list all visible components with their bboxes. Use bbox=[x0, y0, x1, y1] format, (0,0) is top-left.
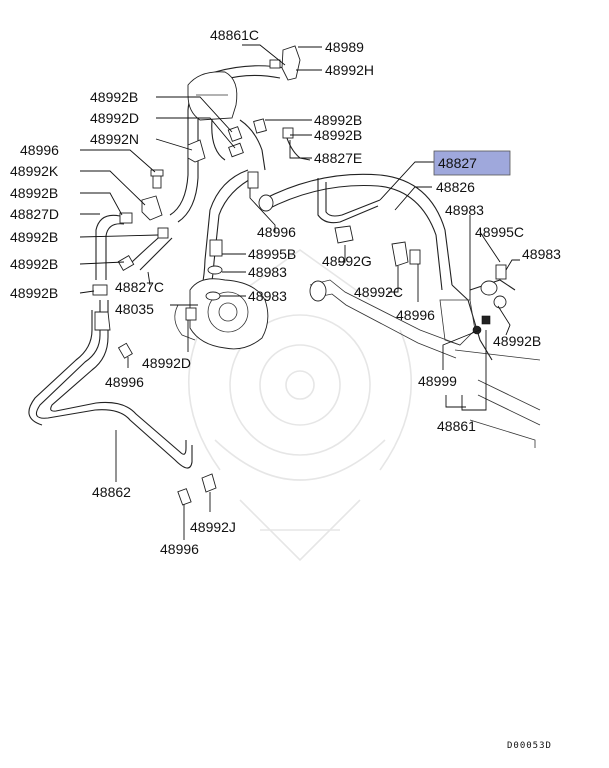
label-48826[interactable]: 48826 bbox=[436, 179, 475, 195]
label-48992h[interactable]: 48992H bbox=[325, 62, 374, 78]
label-48996[interactable]: 48996 bbox=[160, 541, 199, 557]
label-48992c[interactable]: 48992C bbox=[354, 284, 403, 300]
label-48996[interactable]: 48996 bbox=[20, 142, 59, 158]
fittings bbox=[92, 45, 507, 506]
label-48035[interactable]: 48035 bbox=[115, 301, 154, 317]
label-48999[interactable]: 48999 bbox=[418, 373, 457, 389]
label-48992b[interactable]: 48992B bbox=[10, 229, 58, 245]
label-48989[interactable]: 48989 bbox=[325, 39, 364, 55]
label-48992b[interactable]: 48992B bbox=[10, 285, 58, 301]
label-48992b[interactable]: 48992B bbox=[90, 89, 138, 105]
label-48992b[interactable]: 48992B bbox=[314, 127, 362, 143]
label-48992b[interactable]: 48992B bbox=[314, 112, 362, 128]
label-48996[interactable]: 48996 bbox=[257, 224, 296, 240]
label-48827d[interactable]: 48827D bbox=[10, 206, 59, 222]
leader-lines bbox=[79, 44, 520, 540]
steering-rack bbox=[309, 279, 476, 359]
label-48996[interactable]: 48996 bbox=[105, 374, 144, 390]
label-48861[interactable]: 48861 bbox=[437, 418, 476, 434]
label-48862[interactable]: 48862 bbox=[92, 484, 131, 500]
label-48992b[interactable]: 48992B bbox=[10, 185, 58, 201]
label-48995b[interactable]: 48995B bbox=[248, 246, 296, 262]
label-48992b[interactable]: 48992B bbox=[493, 333, 541, 349]
label-48992b[interactable]: 48992B bbox=[10, 256, 58, 272]
label-48983[interactable]: 48983 bbox=[522, 246, 561, 262]
label-48983[interactable]: 48983 bbox=[248, 288, 287, 304]
watermark-emblem bbox=[187, 249, 413, 562]
label-48983[interactable]: 48983 bbox=[445, 202, 484, 218]
label-48992d[interactable]: 48992D bbox=[142, 355, 191, 371]
label-48992d[interactable]: 48992D bbox=[90, 110, 139, 126]
label-48992j[interactable]: 48992J bbox=[190, 519, 236, 535]
label-48992k[interactable]: 48992K bbox=[10, 163, 59, 179]
label-48995c[interactable]: 48995C bbox=[475, 224, 524, 240]
label-48827e[interactable]: 48827E bbox=[314, 150, 362, 166]
label-48827c[interactable]: 48827C bbox=[115, 279, 164, 295]
label-48983[interactable]: 48983 bbox=[248, 264, 287, 280]
diagram-reference-code: D00053D bbox=[507, 741, 552, 751]
label-48992n[interactable]: 48992N bbox=[90, 131, 139, 147]
part-labels: 48861C 48989 48992H 48992B 48992B 48992D… bbox=[10, 27, 561, 751]
label-48996[interactable]: 48996 bbox=[396, 307, 435, 323]
label-48861c[interactable]: 48861C bbox=[210, 27, 259, 43]
label-48992g[interactable]: 48992G bbox=[322, 253, 372, 269]
label-48827[interactable]: 48827 bbox=[438, 155, 477, 171]
highlight-box bbox=[433, 150, 511, 176]
reservoir bbox=[187, 71, 238, 121]
